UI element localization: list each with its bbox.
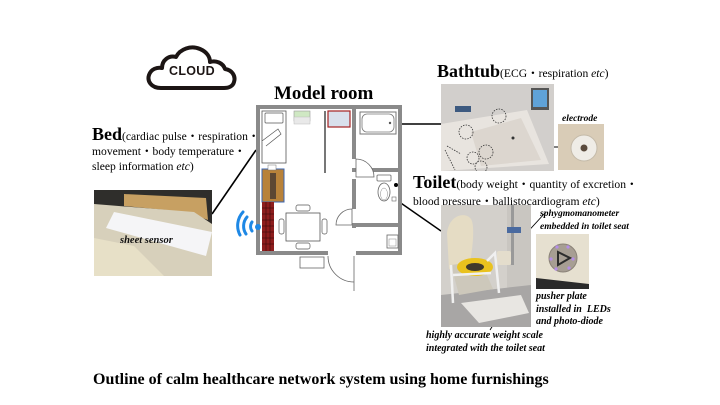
scale-caption-line-1: highly accurate weight scale <box>426 330 543 341</box>
figure-caption: Outline of calm healthcare network syste… <box>93 371 549 388</box>
pusher-plate-caption: pusher plate installed in LEDs and photo… <box>536 291 611 329</box>
floorplan-cabinet <box>327 110 351 128</box>
bed-connector-line <box>211 149 257 215</box>
bed-details-suffix: ) <box>189 160 194 173</box>
bed-photo <box>94 190 212 276</box>
toilet-details-etc: etc <box>582 195 596 208</box>
scale-caption-line-2: integrated with the toilet seat <box>426 342 545 354</box>
sphygmomanometer-caption: sphygmomanometer embedded in toilet seat <box>540 208 629 234</box>
toilet-details-suffix: ) <box>595 195 600 208</box>
electrode-caption: electrode <box>562 114 598 124</box>
weight-scale-caption: highly accurate weight scale integrated … <box>426 330 545 355</box>
cloud-icon <box>146 45 237 90</box>
sphygmomanometer-caption-line-2: embedded in toilet seat <box>540 222 629 232</box>
wifi-signal-icon <box>236 210 261 237</box>
bed-details: (cardiac pulse・respiration・movement・body… <box>92 130 260 173</box>
bathtub-details: (ECG・respiration <box>500 67 592 80</box>
model-room-title: Model room <box>274 83 374 104</box>
toilet-photo <box>441 205 531 327</box>
floor-plan <box>256 105 402 255</box>
electrode-photo <box>558 124 604 170</box>
pusher-caption-line-2: installed in LEDs <box>536 303 611 315</box>
bed-title: Bed <box>92 124 123 144</box>
bathtub-details-etc: etc <box>591 67 605 80</box>
floorplan-table <box>285 212 321 242</box>
cloud-label: CLOUD <box>169 64 215 78</box>
bed-heading: Bed(cardiac pulse・respiration・movement・b… <box>92 124 262 174</box>
bathtub-details-suffix: ) <box>604 67 609 80</box>
sheet-sensor-caption: sheet sensor <box>120 235 173 246</box>
bed-details-etc: etc <box>176 160 190 173</box>
entrance-door <box>299 255 355 291</box>
bathtub-title: Bathtub <box>437 61 501 81</box>
pusher-caption-line-3: and photo-diode <box>536 316 603 327</box>
bathtub-heading: Bathtub(ECG・respiration etc) <box>437 61 609 82</box>
pusher-plate-photo <box>536 234 589 289</box>
toilet-title: Toilet <box>413 172 457 192</box>
sphygmomanometer-caption-line-1: sphygmomanometer <box>540 209 620 219</box>
pusher-caption-line-1: pusher plate <box>536 291 587 302</box>
toilet-details: (body weight・quantity of excretion・blood… <box>413 178 638 208</box>
toilet-heading: Toilet(body weight・quantity of excretion… <box>413 172 663 210</box>
bathtub-photo <box>441 84 554 171</box>
floorplan-toilet <box>376 174 392 182</box>
